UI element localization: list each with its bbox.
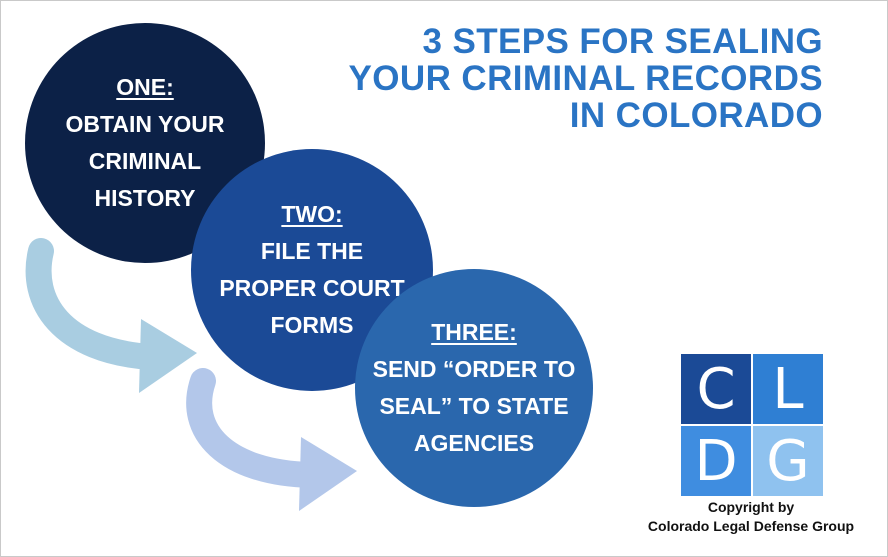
arrow-one-to-two bbox=[25, 238, 197, 393]
logo-letter: D bbox=[681, 426, 751, 496]
step-one-circle: ONE: OBTAIN YOUR CRIMINAL HISTORY bbox=[25, 23, 265, 263]
copyright-line: Colorado Legal Defense Group bbox=[647, 518, 855, 534]
step-heading: ONE: bbox=[116, 74, 174, 100]
logo-letter: L bbox=[753, 354, 823, 424]
title-line: YOUR CRIMINAL RECORDS bbox=[348, 59, 823, 98]
page-title: 3 STEPS FOR SEALING YOUR CRIMINAL RECORD… bbox=[349, 23, 823, 134]
step-text-line: OBTAIN YOUR bbox=[65, 111, 225, 137]
title-line: IN COLORADO bbox=[569, 96, 823, 135]
title-line: 3 STEPS FOR SEALING bbox=[422, 22, 823, 61]
step-text-line: SEND “ORDER TO bbox=[372, 356, 576, 382]
copyright-line: Copyright by bbox=[707, 499, 795, 515]
step-text-line: HISTORY bbox=[94, 185, 196, 211]
step-text-line: AGENCIES bbox=[413, 430, 535, 456]
cldg-logo: C L D G bbox=[681, 354, 823, 496]
step-three-circle: THREE: SEND “ORDER TO SEAL” TO STATE AGE… bbox=[355, 269, 593, 507]
step-text-line: FILE THE bbox=[260, 238, 364, 264]
logo-letter: C bbox=[681, 354, 751, 424]
logo-letter: G bbox=[753, 426, 823, 496]
copyright-notice: Copyright by Colorado Legal Defense Grou… bbox=[601, 498, 887, 536]
arrow-two-to-three bbox=[186, 368, 357, 511]
step-text-line: FORMS bbox=[270, 312, 354, 338]
step-heading: TWO: bbox=[281, 201, 343, 227]
step-text-line: CRIMINAL bbox=[88, 148, 202, 174]
step-text-line: SEAL” TO STATE bbox=[379, 393, 569, 419]
step-heading: THREE: bbox=[431, 319, 517, 345]
step-text-line: PROPER COURT bbox=[219, 275, 405, 301]
